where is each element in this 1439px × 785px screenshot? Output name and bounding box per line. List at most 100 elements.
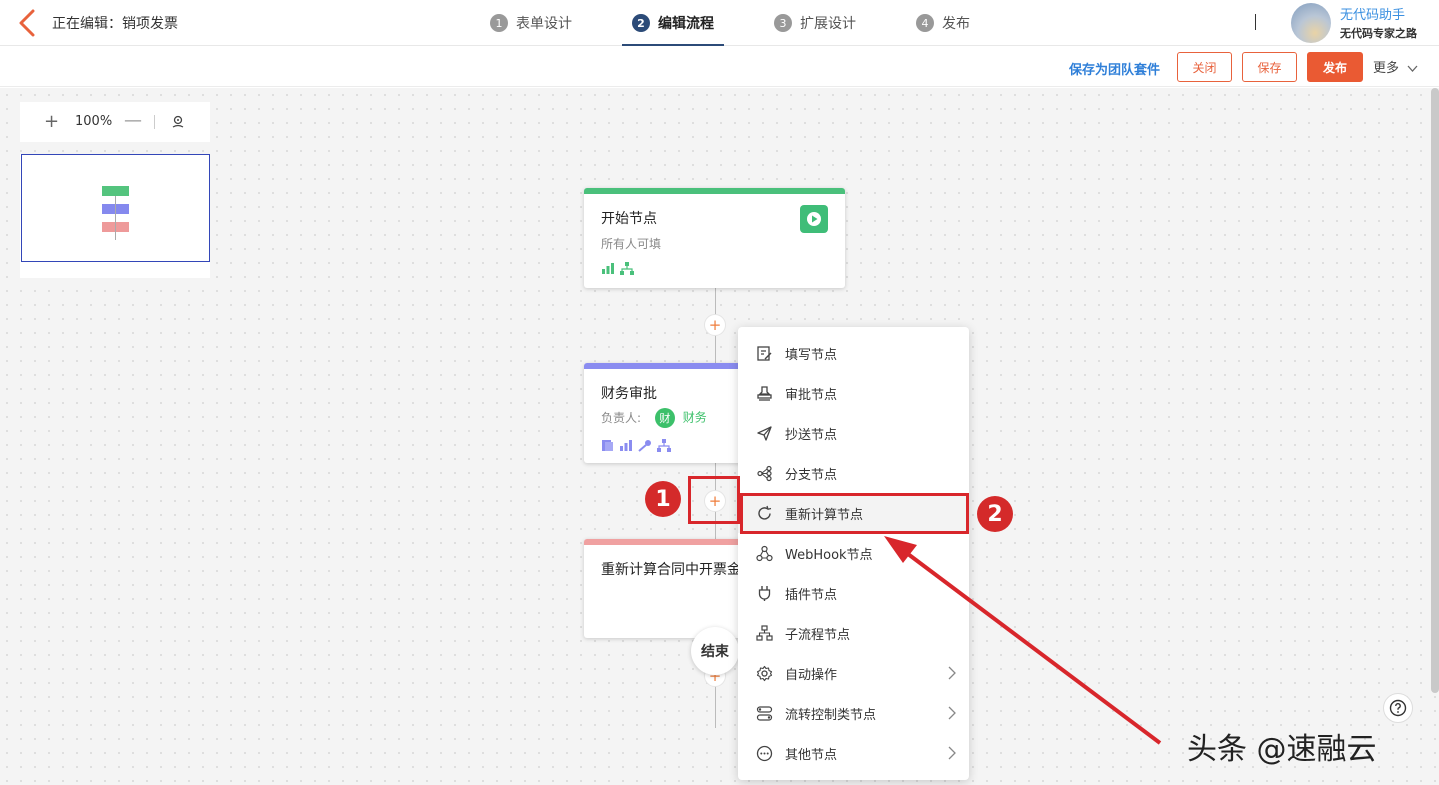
help-icon[interactable] [1383, 693, 1413, 723]
tab-extension-design[interactable]: 3 扩展设计 [764, 0, 866, 46]
user-name[interactable]: 无代码助手 [1340, 8, 1406, 23]
tab-publish[interactable]: 4 发布 [906, 0, 980, 46]
menu-item-label: 抄送节点 [785, 427, 838, 443]
zoom-controls: + 100% — [20, 102, 210, 142]
key-icon [638, 440, 651, 452]
more-dots-icon [756, 745, 773, 761]
menu-item-flow-control[interactable]: 流转控制类节点 [738, 693, 969, 733]
menu-item-label: 插件节点 [785, 587, 838, 603]
more-dropdown[interactable]: 更多 [1373, 57, 1418, 76]
locate-icon[interactable] [170, 114, 186, 130]
header-divider [1255, 14, 1256, 30]
menu-item-webhook-node[interactable]: WebHook节点 [738, 533, 969, 573]
end-node: 结束 [691, 627, 739, 675]
subprocess-icon [756, 624, 773, 641]
close-button[interactable]: 关闭 [1177, 52, 1232, 82]
step-number: 4 [916, 14, 934, 32]
webhook-icon [756, 545, 773, 561]
menu-item-label: 审批节点 [785, 387, 838, 403]
chevron-right-icon [948, 746, 956, 760]
minimap-viewport[interactable] [21, 154, 210, 262]
vertical-scrollbar[interactable] [1431, 88, 1439, 693]
action-toolbar: 保存为团队套件 关闭 保存 发布 更多 [0, 47, 1439, 87]
menu-item-auto-action[interactable]: 自动操作 [738, 653, 969, 693]
node-owner: 负责人: 财 财务 [601, 408, 707, 428]
save-as-team-kit-link[interactable]: 保存为团队套件 [1069, 63, 1161, 78]
menu-item-label: 其他节点 [785, 747, 838, 763]
zoom-out-button[interactable]: — [124, 110, 142, 131]
owner-label: 负责人: [601, 410, 642, 425]
avatar[interactable] [1291, 3, 1331, 43]
zoom-divider [154, 115, 155, 129]
org-tree-icon [657, 439, 671, 452]
menu-item-label: 自动操作 [785, 667, 838, 683]
node-subtitle: 所有人可填 [601, 237, 662, 251]
form-edit-icon [757, 345, 772, 361]
annotation-number-2: 2 [977, 496, 1013, 532]
node-title: 重新计算合同中开票金 [601, 562, 741, 578]
document-icon [602, 440, 613, 451]
tab-form-design[interactable]: 1 表单设计 [480, 0, 582, 46]
chart-icon [620, 440, 632, 451]
annotation-box-add-button [688, 476, 740, 524]
watermark: 头条 @速融云 [1187, 732, 1377, 767]
publish-button[interactable]: 发布 [1307, 52, 1363, 82]
node-title: 财务审批 [601, 386, 657, 402]
annotation-box-recalc-item [740, 493, 969, 534]
top-bar: 正在编辑：销项发票 1 表单设计 2 编辑流程 3 扩展设计 4 发布 无代码助… [0, 0, 1439, 46]
menu-item-label: 填写节点 [785, 347, 838, 363]
menu-item-fill-node[interactable]: 填写节点 [738, 333, 969, 373]
chevron-right-icon [948, 706, 956, 720]
owner-badge: 财 [654, 408, 675, 428]
menu-item-subprocess-node[interactable]: 子流程节点 [738, 613, 969, 653]
tab-label: 发布 [942, 16, 970, 32]
menu-item-branch-node[interactable]: 分支节点 [738, 453, 969, 493]
node-accent-stripe [584, 539, 845, 545]
start-node[interactable]: 开始节点 所有人可填 [584, 188, 845, 288]
minimap[interactable] [20, 154, 210, 278]
menu-item-label: 流转控制类节点 [785, 707, 877, 723]
menu-item-label: 重新计算节点 [785, 507, 864, 523]
node-icon-row [601, 439, 671, 452]
tab-edit-flow[interactable]: 2 编辑流程 [622, 0, 724, 46]
tab-label: 表单设计 [516, 16, 572, 32]
flow-control-icon [756, 705, 773, 721]
org-tree-icon [620, 262, 634, 275]
editing-title: 正在编辑：销项发票 [52, 16, 178, 32]
tab-label: 扩展设计 [800, 16, 856, 32]
node-icon-row [601, 262, 634, 275]
user-subtitle: 无代码专家之路 [1340, 27, 1417, 40]
menu-item-other-nodes[interactable]: 其他节点 [738, 733, 969, 773]
chevron-down-icon [1407, 65, 1418, 72]
menu-item-label: 子流程节点 [785, 627, 851, 643]
menu-item-label: WebHook节点 [785, 547, 873, 563]
step-number: 2 [632, 14, 650, 32]
add-node-button[interactable]: + [704, 314, 726, 336]
annotation-number-1: 1 [645, 481, 681, 517]
tab-label: 编辑流程 [658, 16, 714, 32]
step-number: 3 [774, 14, 792, 32]
stamp-icon [757, 385, 772, 401]
plug-icon [758, 585, 771, 601]
menu-item-cc-node[interactable]: 抄送节点 [738, 413, 969, 453]
step-tabs: 1 表单设计 2 编辑流程 3 扩展设计 4 发布 [480, 0, 1020, 46]
menu-item-recalc-node[interactable]: 重新计算节点 [738, 493, 969, 533]
node-accent-stripe [584, 188, 845, 194]
menu-item-plugin-node[interactable]: 插件节点 [738, 573, 969, 613]
chevron-right-icon [948, 666, 956, 680]
node-accent-stripe [584, 363, 845, 369]
minimap-connector [115, 196, 116, 240]
menu-item-label: 分支节点 [785, 467, 838, 483]
refresh-icon [758, 505, 772, 520]
minimap-start-node [102, 186, 129, 196]
save-button[interactable]: 保存 [1242, 52, 1297, 82]
branch-icon [757, 465, 772, 481]
more-label: 更多 [1373, 61, 1400, 76]
back-arrow-icon[interactable] [16, 9, 38, 37]
add-node-menu: 填写节点 审批节点 抄送节点 分支节点 重新计算节点 WebHook节点 插件节… [738, 327, 969, 780]
play-icon [800, 205, 828, 233]
owner-name: 财务 [682, 410, 707, 425]
add-node-button[interactable]: + [704, 490, 726, 512]
zoom-in-button[interactable]: + [44, 111, 60, 132]
menu-item-approval-node[interactable]: 审批节点 [738, 373, 969, 413]
